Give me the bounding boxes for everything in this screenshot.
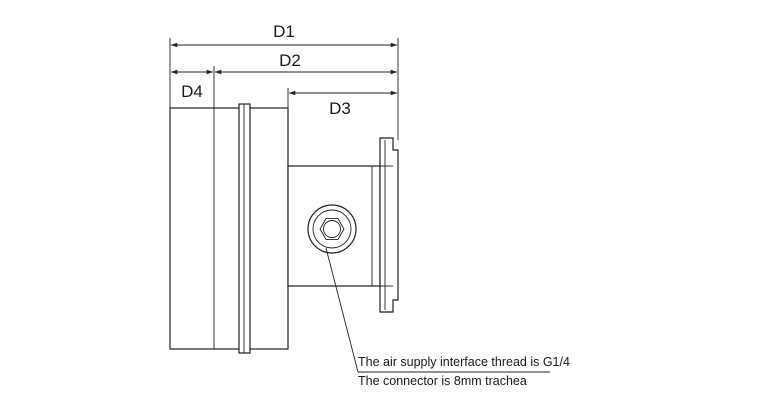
note-connector-trachea: The connector is 8mm trachea: [358, 374, 527, 388]
main-body: [169, 103, 289, 354]
note-air-supply-thread: The air supply interface thread is G1/4: [358, 355, 570, 369]
dimension-d2-label: D2: [279, 51, 301, 70]
dimension-d3-label: D3: [329, 99, 351, 118]
extension-lines: [169, 38, 399, 140]
air-fitting: [307, 204, 357, 254]
dimension-d4-label: D4: [181, 82, 203, 101]
dimension-d1-label: D1: [273, 22, 295, 41]
leader-line: [325, 247, 550, 373]
hex-socket-icon: [319, 218, 345, 240]
mounting-flange: [379, 137, 399, 313]
